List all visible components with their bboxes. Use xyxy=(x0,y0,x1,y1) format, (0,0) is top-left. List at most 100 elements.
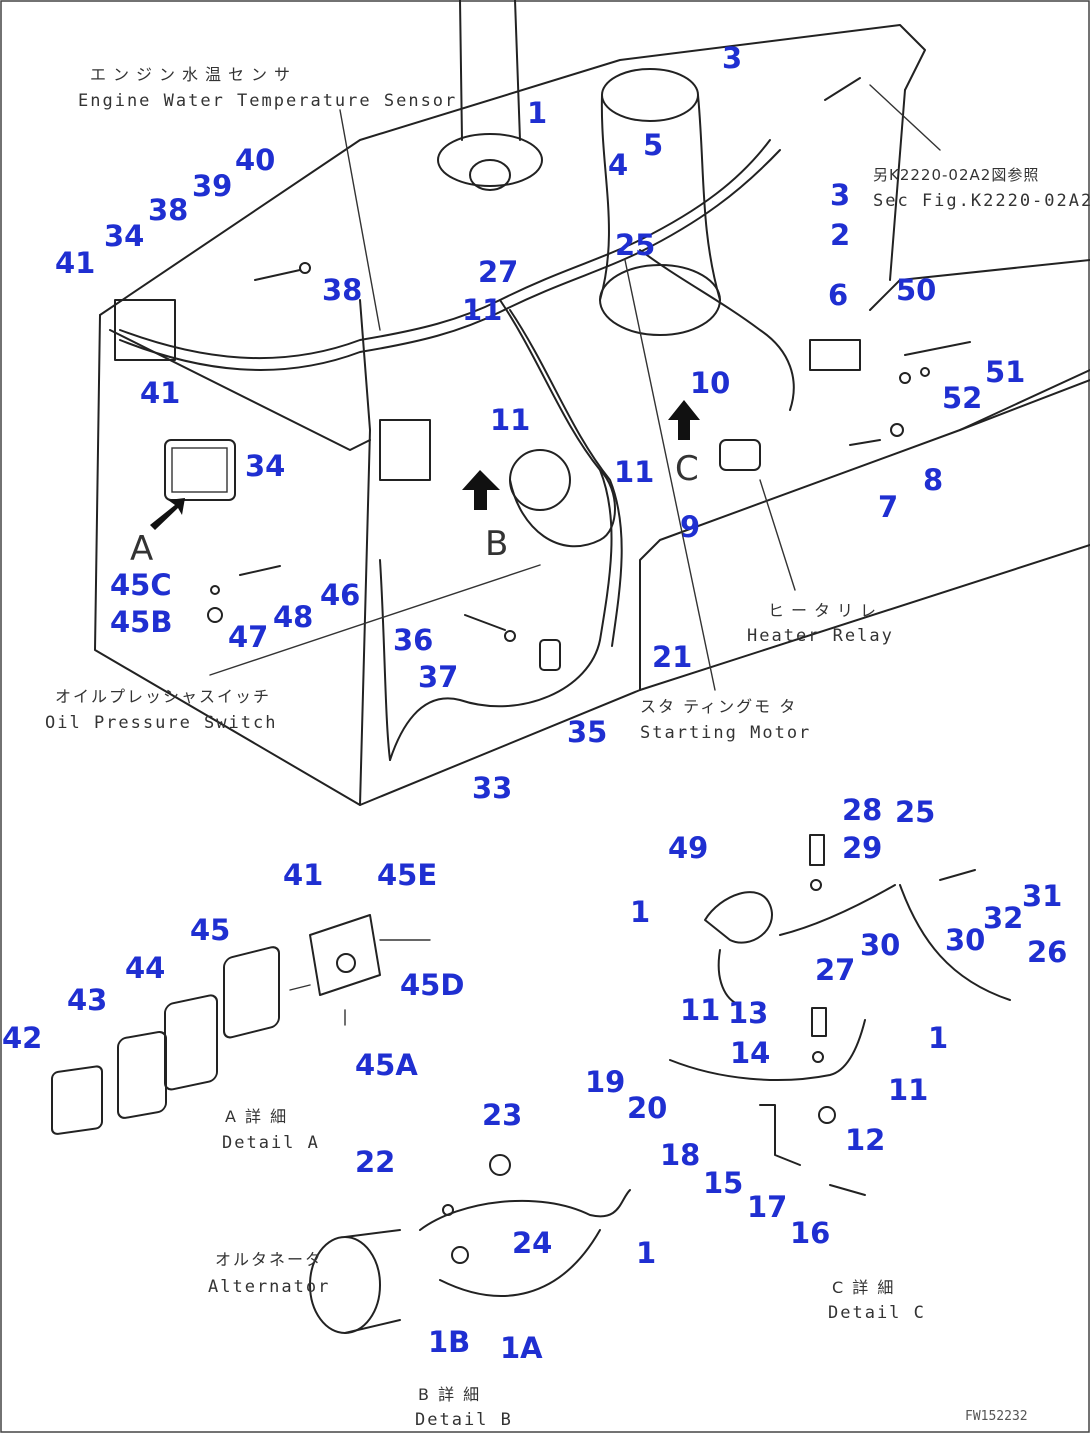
water-sensor-caption-jp: エンジン水温センサ xyxy=(90,65,297,84)
callout-21: 21 xyxy=(652,640,692,674)
captions: エンジン水温センサ Engine Water Temperature Senso… xyxy=(45,65,1090,1430)
callout-45a: 45A xyxy=(355,1048,418,1082)
oil-switch-caption: Oil Pressure Switch xyxy=(45,713,277,733)
callout-11: 11 xyxy=(490,403,530,437)
callout-45b: 45B xyxy=(110,605,172,639)
callout-42: 42 xyxy=(2,1021,42,1055)
engine-assembly-linework xyxy=(94,0,1090,806)
view-arrow-c xyxy=(668,400,700,440)
detail-b-caption: Detail B xyxy=(415,1410,513,1430)
callout-34: 34 xyxy=(245,449,285,483)
callout-1: 1 xyxy=(636,1236,656,1270)
callout-48: 48 xyxy=(273,600,313,634)
callout-45c: 45C xyxy=(110,568,172,602)
callout-10: 10 xyxy=(690,366,730,400)
callout-38: 38 xyxy=(148,193,188,227)
starting-motor-caption-jp: スタ ティングモ タ xyxy=(640,697,797,716)
callout-52: 52 xyxy=(942,381,982,415)
callout-32: 32 xyxy=(983,901,1023,935)
detail-c-caption-jp: C 詳 細 xyxy=(832,1278,895,1297)
callout-11: 11 xyxy=(462,293,502,327)
drawing-code: FW152232 xyxy=(965,1409,1028,1424)
callout-11: 11 xyxy=(680,993,720,1027)
callout-20: 20 xyxy=(627,1091,667,1125)
callout-25: 25 xyxy=(895,795,935,829)
detail-b-linework xyxy=(309,1154,631,1334)
callout-11: 11 xyxy=(614,455,654,489)
see-fig-caption-jp: 另K2220-02A2図参照 xyxy=(873,166,1039,184)
callout-38: 38 xyxy=(322,273,362,307)
callout-22: 22 xyxy=(355,1145,395,1179)
callout-6: 6 xyxy=(828,278,848,312)
callout-44: 44 xyxy=(125,951,165,985)
callout-14: 14 xyxy=(730,1036,770,1070)
callout-45e: 45E xyxy=(377,858,437,892)
callout-45d: 45D xyxy=(400,968,464,1002)
callout-1: 1 xyxy=(630,895,650,929)
see-fig-caption: Sec Fig.K2220-02A2 xyxy=(873,191,1090,211)
starting-motor-caption: Starting Motor xyxy=(640,723,811,743)
callout-41: 41 xyxy=(140,376,180,410)
callout-15: 15 xyxy=(703,1166,743,1200)
callout-29: 29 xyxy=(842,831,882,865)
view-label-c: C xyxy=(675,449,699,489)
callout-31: 31 xyxy=(1022,879,1062,913)
detail-c-caption: Detail C xyxy=(828,1303,926,1323)
callout-34: 34 xyxy=(104,219,144,253)
callout-5: 5 xyxy=(643,128,663,162)
callout-1a: 1A xyxy=(500,1331,543,1365)
callout-11: 11 xyxy=(888,1073,928,1107)
callout-50: 50 xyxy=(896,273,936,307)
callout-51: 51 xyxy=(985,355,1025,389)
detail-a-linework xyxy=(51,914,431,1135)
callout-49: 49 xyxy=(668,831,708,865)
detail-a-caption: Detail A xyxy=(222,1133,320,1153)
callout-25: 25 xyxy=(615,228,655,262)
callout-30: 30 xyxy=(860,928,900,962)
callout-45: 45 xyxy=(190,913,230,947)
callout-18: 18 xyxy=(660,1138,700,1172)
callout-24: 24 xyxy=(512,1226,552,1260)
callout-3: 3 xyxy=(830,178,850,212)
view-label-b: B xyxy=(485,524,508,564)
callout-1: 1 xyxy=(527,96,547,130)
callout-12: 12 xyxy=(845,1123,885,1157)
alternator-caption: Alternator xyxy=(208,1277,330,1297)
callout-47: 47 xyxy=(228,620,268,654)
callout-2: 2 xyxy=(830,218,850,252)
callout-19: 19 xyxy=(585,1065,625,1099)
view-arrow-a xyxy=(150,498,185,530)
callout-13: 13 xyxy=(728,996,768,1030)
callout-41: 41 xyxy=(283,858,323,892)
callout-27: 27 xyxy=(815,953,855,987)
view-arrow-b xyxy=(462,470,500,510)
callout-9: 9 xyxy=(680,510,700,544)
heater-relay-caption-jp: ヒータリレ xyxy=(768,601,883,620)
callout-46: 46 xyxy=(320,578,360,612)
callout-37: 37 xyxy=(418,660,458,694)
callout-27: 27 xyxy=(478,255,518,289)
callout-26: 26 xyxy=(1027,935,1067,969)
callout-41: 41 xyxy=(55,246,95,280)
callout-39: 39 xyxy=(192,169,232,203)
callout-1b: 1B xyxy=(428,1325,470,1359)
callout-40: 40 xyxy=(235,143,275,177)
view-label-a: A xyxy=(130,529,153,569)
callout-8: 8 xyxy=(923,463,943,497)
callout-36: 36 xyxy=(393,623,433,657)
callout-43: 43 xyxy=(67,983,107,1017)
oil-switch-caption-jp: オイルプレッシャスイッチ xyxy=(55,687,271,706)
callout-17: 17 xyxy=(747,1190,787,1224)
callout-35: 35 xyxy=(567,715,607,749)
callout-28: 28 xyxy=(842,793,882,827)
detail-c-linework xyxy=(669,834,1011,1196)
callout-1: 1 xyxy=(928,1021,948,1055)
callout-7: 7 xyxy=(878,490,898,524)
callout-3: 3 xyxy=(722,41,742,75)
detail-a-caption-jp: A 詳 細 xyxy=(225,1107,288,1126)
alternator-caption-jp: オルタネータ xyxy=(215,1250,323,1269)
detail-b-caption-jp: B 詳 細 xyxy=(418,1385,481,1404)
